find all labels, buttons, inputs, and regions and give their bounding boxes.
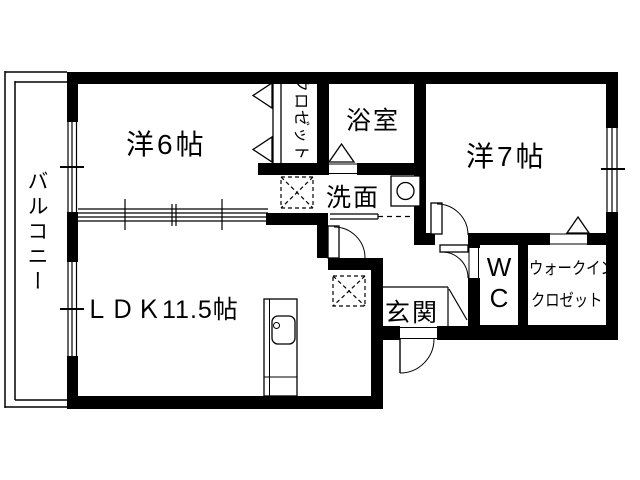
wall-wc-wic-divider (518, 243, 528, 325)
door-ldk-hall (327, 225, 366, 259)
washroom-sliding-door-icon (330, 213, 414, 220)
sliding-partition-icon (78, 199, 268, 230)
room-label-entrance: 玄関 (385, 299, 440, 327)
wall-wic-south (478, 325, 618, 340)
wall-bath-east (414, 72, 426, 235)
room-label-wc: W C (480, 252, 518, 314)
room-label-wic-line2: クロゼット (531, 291, 603, 310)
room-label-wic-line1: ウォークイン (529, 259, 615, 278)
kitchen-counter-icon (263, 298, 298, 397)
wc-door-opening (468, 248, 480, 278)
window-western7-opening (606, 128, 618, 212)
wc-letter-w: W (486, 252, 512, 282)
room-label-balcony: バルコニー (25, 170, 48, 295)
room-label-bath: 浴室 (346, 107, 401, 135)
door-entrance (399, 338, 435, 374)
bath-door-icon (327, 142, 356, 163)
room-label-ldk: ＬＤＫ11.5帖 (84, 296, 239, 324)
wall-washroom-south (266, 213, 328, 225)
wall-closet-east (317, 72, 329, 175)
wall-top (67, 72, 617, 84)
closet-bifold-icon (251, 81, 282, 164)
refrigerator-space-icon (332, 275, 366, 307)
room-label-closet: クロゼット (292, 76, 309, 162)
room-label-washroom: 洗面 (326, 184, 381, 212)
wall-bottom (67, 396, 383, 409)
bath-door-opening (329, 163, 357, 175)
wall-hall-south (328, 258, 383, 270)
wc-letter-c: C (489, 283, 509, 313)
wall-left (67, 72, 78, 409)
room-label-western7: 洋7帖 (466, 141, 547, 172)
room-label-western6: 洋6帖 (126, 129, 207, 160)
entrance-door-opening (400, 326, 437, 340)
wall-western7-south-west (414, 233, 435, 245)
door-western7 (430, 202, 469, 236)
wic-door-opening (550, 233, 587, 245)
window-ldk-opening (67, 262, 78, 356)
wic-door-icon (565, 215, 591, 234)
wall-stub-ldk-door (317, 225, 328, 258)
wall-ldk-east (371, 258, 383, 408)
washing-machine-space-icon (280, 176, 314, 209)
door-wc (439, 244, 469, 279)
window-west6-opening (67, 122, 78, 212)
